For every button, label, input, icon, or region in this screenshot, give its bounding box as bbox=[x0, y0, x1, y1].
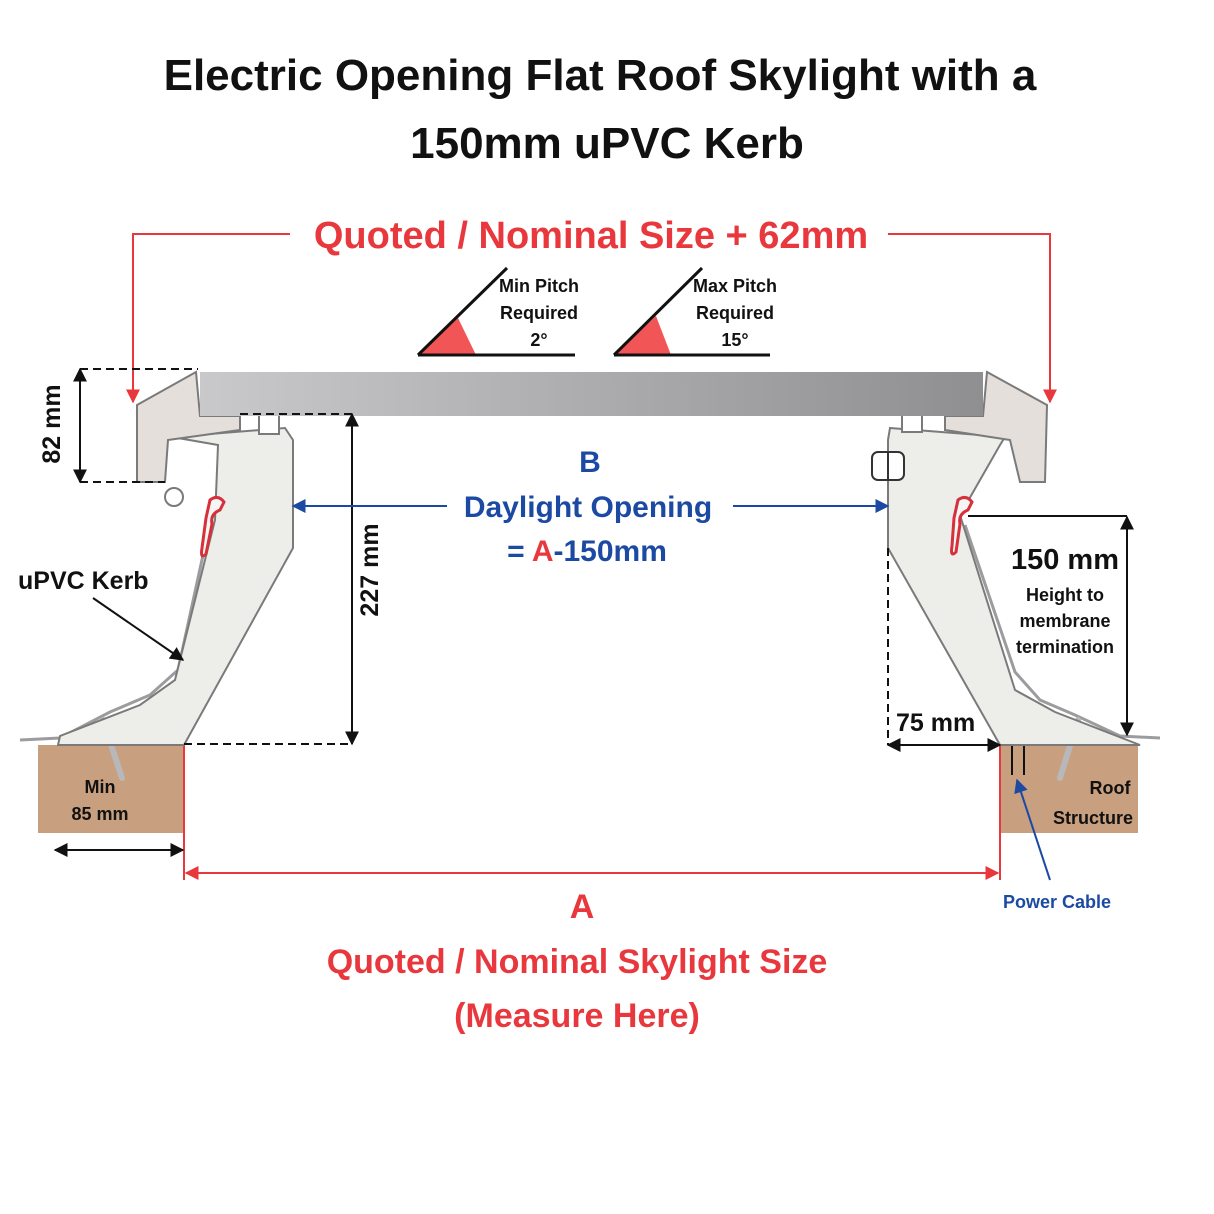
max-pitch-icon bbox=[612, 266, 770, 357]
offset-label: 75 mm bbox=[896, 709, 975, 737]
max-pitch-line-1: Max Pitch bbox=[693, 276, 777, 296]
kerb-label: uPVC Kerb bbox=[18, 567, 149, 595]
power-cable-label: Power Cable bbox=[1003, 892, 1111, 912]
overall-width-dimension bbox=[126, 233, 1057, 404]
daylight-formula: = A-150mm bbox=[507, 535, 667, 568]
glazing-panel bbox=[200, 372, 983, 416]
roof-structure-line-2: Structure bbox=[1053, 808, 1133, 828]
min-pitch-value: 2° bbox=[530, 330, 547, 350]
roof-structure-left bbox=[38, 745, 184, 833]
min-pitch-line-2: Required bbox=[500, 303, 578, 323]
daylight-formula-prefix: = bbox=[507, 535, 532, 568]
kerb-height-dimension bbox=[184, 412, 359, 746]
power-cable-pointer bbox=[1014, 778, 1051, 881]
frame-height-label: 82 mm bbox=[38, 384, 66, 463]
frame-height-dimension bbox=[73, 367, 198, 484]
min-pitch-line-1: Min Pitch bbox=[499, 276, 579, 296]
upstand-dimension bbox=[968, 515, 1134, 737]
actuator-motor bbox=[871, 451, 905, 481]
nominal-line-1: Quoted / Nominal Skylight Size bbox=[327, 943, 828, 981]
upstand-note-line-3: termination bbox=[1016, 637, 1114, 657]
upstand-label: 150 mm bbox=[1011, 544, 1119, 576]
min-bearing-line-2: 85 mm bbox=[71, 804, 128, 824]
seal-gasket-right bbox=[950, 495, 974, 556]
kerb-pointer bbox=[92, 597, 185, 661]
max-pitch-line-2: Required bbox=[696, 303, 774, 323]
min-pitch-icon bbox=[416, 266, 575, 357]
title-line-1: Electric Opening Flat Roof Skylight with… bbox=[164, 51, 1037, 100]
daylight-formula-ref: A bbox=[532, 535, 554, 568]
frame-clip-left bbox=[258, 413, 280, 435]
seal-gasket-left bbox=[200, 495, 226, 558]
daylight-label: Daylight Opening bbox=[464, 491, 712, 524]
nominal-letter: A bbox=[570, 888, 595, 926]
roof-structure-line-1: Roof bbox=[1090, 778, 1132, 798]
daylight-formula-suffix: -150mm bbox=[554, 535, 667, 568]
nominal-line-2: (Measure Here) bbox=[454, 997, 700, 1035]
title-line-2: 150mm uPVC Kerb bbox=[410, 119, 804, 168]
upstand-note-line-2: membrane bbox=[1019, 611, 1110, 631]
min-bearing-line-1: Min bbox=[85, 777, 116, 797]
hinge-left bbox=[164, 487, 184, 507]
offset-dimension bbox=[886, 548, 1002, 752]
kerb-height-label: 227 mm bbox=[356, 523, 384, 616]
upstand-note-line-1: Height to bbox=[1026, 585, 1104, 605]
power-cable-icon bbox=[1011, 746, 1025, 775]
frame-profile-right bbox=[944, 370, 1049, 483]
overall-width-label: Quoted / Nominal Size + 62mm bbox=[314, 215, 868, 257]
daylight-letter: B bbox=[579, 446, 601, 479]
max-pitch-value: 15° bbox=[721, 330, 748, 350]
